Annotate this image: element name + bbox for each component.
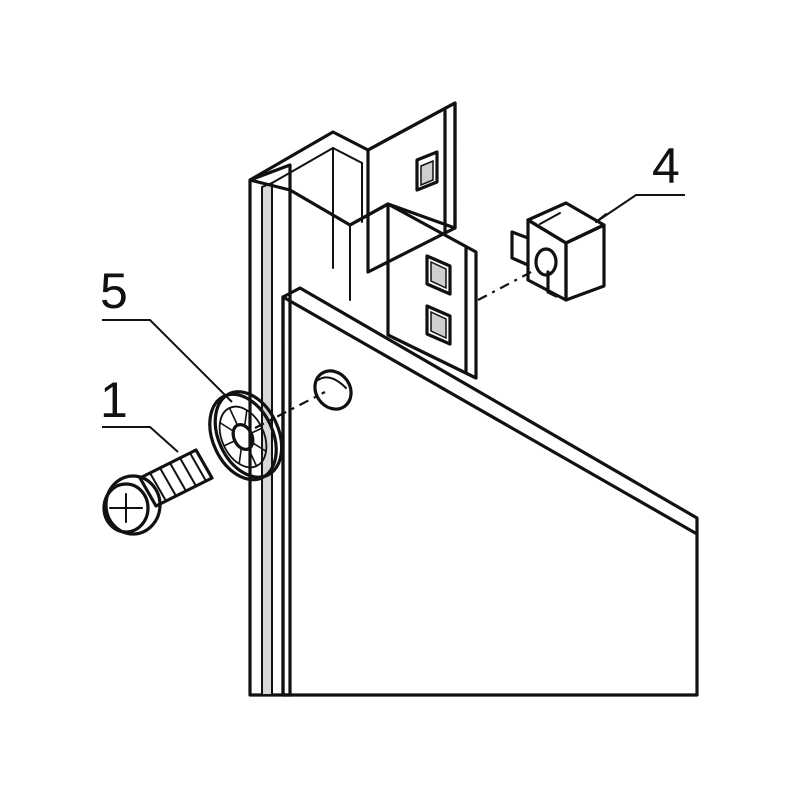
callout-5: 5 bbox=[100, 263, 128, 319]
leader-line-4 bbox=[595, 194, 685, 223]
cage-nut-icon bbox=[510, 201, 607, 302]
panel-slot-hole bbox=[313, 369, 353, 411]
callout-1: 1 bbox=[100, 372, 128, 428]
assembly-axis-rear bbox=[477, 269, 536, 301]
square-hole-top bbox=[415, 150, 439, 192]
screw-icon bbox=[102, 448, 214, 536]
leader-line-5 bbox=[102, 319, 233, 403]
profile-inner-wall bbox=[261, 181, 273, 696]
square-hole-middle bbox=[425, 254, 452, 296]
callout-4: 4 bbox=[652, 138, 680, 194]
panel-face bbox=[281, 286, 699, 697]
leader-line-1 bbox=[102, 426, 179, 453]
square-hole-bottom-inner bbox=[430, 310, 447, 340]
frame-profile bbox=[248, 101, 478, 697]
panel-top-edge bbox=[281, 295, 699, 536]
profile-side-face bbox=[386, 202, 478, 380]
profile-channel-inner-edge bbox=[271, 146, 363, 223]
panel bbox=[281, 286, 699, 697]
toothed-washer-icon bbox=[208, 390, 284, 482]
square-hole-bottom bbox=[425, 304, 452, 346]
profile-rear-flange bbox=[366, 101, 457, 274]
square-hole-top-inner bbox=[420, 159, 434, 187]
square-hole-middle-inner bbox=[430, 260, 447, 290]
profile-step-edge bbox=[348, 202, 390, 227]
